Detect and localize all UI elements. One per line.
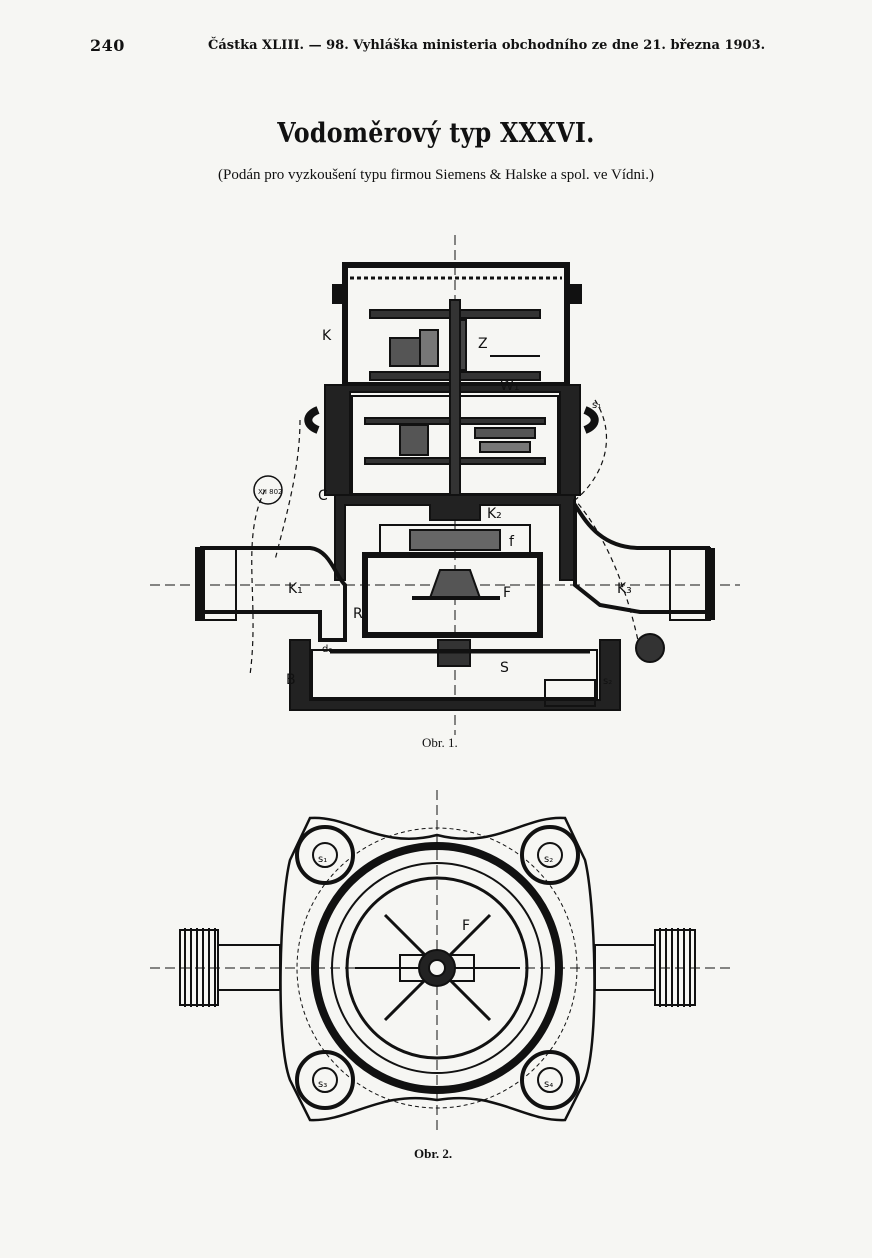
label-f-impeller: F bbox=[503, 585, 511, 601]
label-s2: s₂ bbox=[603, 676, 612, 687]
figure-1-caption: Obr. 1. bbox=[422, 735, 458, 750]
label-k: K bbox=[322, 328, 332, 344]
fig2-label-f: F bbox=[462, 918, 470, 934]
label-z: Z bbox=[478, 336, 488, 352]
figure-2-drawing bbox=[150, 790, 730, 1135]
label-f: f bbox=[509, 534, 515, 550]
page-title: Vodoměrový typ XXXVI. bbox=[277, 118, 595, 149]
page-subtitle: (Podán pro vyzkoušení typu firmou Siemen… bbox=[218, 167, 654, 183]
label-k3: K₃ bbox=[617, 581, 632, 597]
label-w1: W₁ bbox=[500, 378, 519, 394]
label-r: R bbox=[353, 606, 363, 622]
fig2-label-s3: s₃ bbox=[318, 1079, 327, 1090]
running-head: Částka XLIII. — 98. Vyhláška ministeria … bbox=[208, 38, 766, 53]
figure-2-caption: Obr. 2. bbox=[414, 1146, 453, 1161]
page-number: 240 bbox=[90, 36, 125, 55]
seal-stamp: XII 802 bbox=[258, 488, 283, 496]
label-d2: d₂ bbox=[322, 644, 332, 655]
label-b: B bbox=[286, 672, 296, 688]
fig2-label-s1: s₁ bbox=[318, 854, 327, 865]
fig2-label-s4: s₄ bbox=[544, 1079, 553, 1090]
label-k2: K₂ bbox=[487, 506, 502, 522]
fig2-label-s2: s₂ bbox=[544, 854, 553, 865]
label-s1: s₁ bbox=[592, 400, 601, 411]
label-c: C bbox=[318, 488, 328, 504]
label-k1: K₁ bbox=[288, 581, 303, 597]
label-s: S bbox=[500, 660, 509, 676]
